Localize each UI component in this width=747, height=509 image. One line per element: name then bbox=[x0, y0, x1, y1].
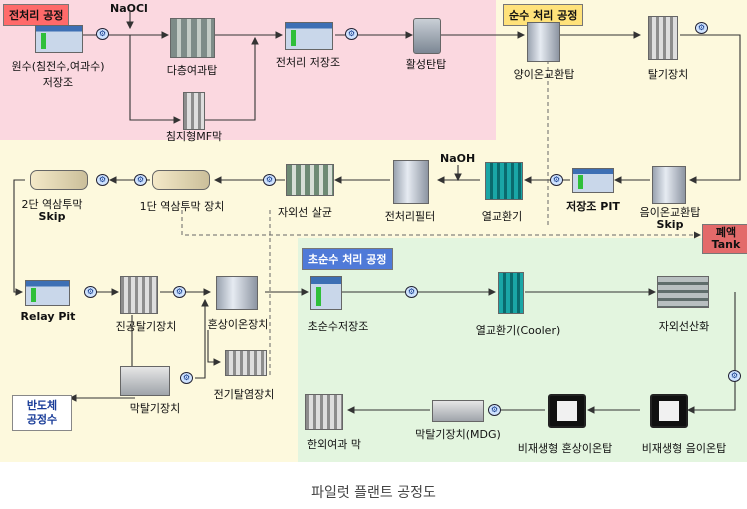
pump-icon: ⚙ bbox=[263, 174, 276, 186]
membrane-degasser-image bbox=[120, 366, 170, 396]
uv-sterilizer-image bbox=[286, 164, 334, 196]
pump-icon: ⚙ bbox=[96, 28, 109, 40]
multimedia-filter-image bbox=[170, 18, 215, 58]
nonregen-mixed-label: 비재생형 혼상이온탑 bbox=[517, 442, 613, 455]
multimedia-filter-label: 다층여과탑 bbox=[166, 64, 218, 77]
immersed-mf-label: 침지형MF막 bbox=[165, 130, 223, 143]
pump-icon: ⚙ bbox=[550, 174, 563, 186]
activated-carbon-image bbox=[413, 18, 441, 54]
ro2-label: 2단 역삼투막 bbox=[21, 198, 83, 211]
heat-exchanger-label: 열교환기 bbox=[481, 210, 523, 223]
raw-water-tank-label: 원수(침전수,여과수) 저장조 bbox=[11, 60, 105, 89]
pre-filter-label: 전처리필터 bbox=[384, 210, 436, 223]
mixed-bed-label: 혼상이온장치 bbox=[207, 318, 269, 331]
ultrafiltration-label: 한외여과 막 bbox=[306, 438, 362, 451]
naocl-label: NaOCl bbox=[110, 2, 148, 15]
pump-icon: ⚙ bbox=[405, 286, 418, 298]
heat-exchanger-image bbox=[485, 162, 523, 200]
anion-exchanger-image bbox=[652, 166, 686, 204]
pure-water-section-tag: 순수 처리 공정 bbox=[503, 4, 584, 26]
waste-tank-tag: 폐액 Tank bbox=[702, 224, 747, 254]
pump-icon: ⚙ bbox=[134, 174, 147, 186]
ultrapure-storage-label: 초순수저장조 bbox=[307, 320, 369, 333]
pump-icon: ⚙ bbox=[173, 286, 186, 298]
pump-icon: ⚙ bbox=[96, 174, 109, 186]
uv-sterilizer-label: 자외선 살균 bbox=[277, 206, 333, 219]
cooler-label: 열교환기(Cooler) bbox=[475, 324, 561, 337]
pump-icon: ⚙ bbox=[728, 370, 741, 382]
ultrapure-section-tag: 초순수 처리 공정 bbox=[302, 248, 393, 270]
pre-storage-tank-image bbox=[285, 22, 333, 50]
edi-label: 전기탈염장치 bbox=[213, 388, 275, 401]
pump-icon: ⚙ bbox=[345, 28, 358, 40]
vacuum-degasser-label: 진공탈기장치 bbox=[115, 320, 177, 333]
nonregen-mixed-image bbox=[548, 394, 586, 428]
cation-exchanger-label: 양이온교환탑 bbox=[513, 68, 575, 81]
storage-pit-label: 저장조 PIT bbox=[566, 200, 620, 213]
pump-icon: ⚙ bbox=[695, 22, 708, 34]
vacuum-degasser-image bbox=[120, 276, 158, 314]
ro1-label: 1단 역삼투막 장치 bbox=[139, 200, 225, 213]
raw-water-tank-image bbox=[35, 25, 83, 53]
uv-oxidation-label: 자외선산화 bbox=[658, 320, 710, 333]
skip-label-ro2: Skip bbox=[38, 210, 66, 223]
ultrafiltration-image bbox=[305, 394, 343, 430]
anion-exchanger-label: 음이온교환탑 bbox=[639, 206, 701, 219]
pump-icon: ⚙ bbox=[488, 404, 501, 416]
pump-icon: ⚙ bbox=[84, 286, 97, 298]
cation-exchanger-image bbox=[527, 22, 560, 62]
uv-oxidation-image bbox=[657, 276, 709, 308]
storage-pit-image bbox=[572, 168, 614, 193]
semiconductor-process-water-box: 반도체 공정수 bbox=[12, 395, 72, 431]
ro1-image bbox=[152, 170, 210, 190]
mdg-label: 막탈기장치(MDG) bbox=[415, 428, 501, 441]
cooler-image bbox=[498, 272, 524, 314]
membrane-degasser-label: 막탈기장치 bbox=[129, 402, 181, 415]
degasser-label: 탈기장치 bbox=[647, 68, 689, 81]
pre-filter-image bbox=[393, 160, 429, 204]
nonregen-anion-label: 비재생형 음이온탑 bbox=[641, 442, 727, 455]
relay-pit-image bbox=[25, 280, 70, 306]
relay-pit-label: Relay Pit bbox=[20, 310, 76, 323]
degasser-image bbox=[648, 16, 678, 60]
naoh-label: NaOH bbox=[440, 152, 476, 165]
ro2-image bbox=[30, 170, 88, 190]
diagram-caption: 파일럿 플랜트 공정도 bbox=[311, 485, 436, 501]
activated-carbon-label: 활성탄탑 bbox=[405, 58, 447, 71]
mdg-image bbox=[432, 400, 484, 422]
mixed-bed-image bbox=[216, 276, 258, 310]
ultrapure-storage-image bbox=[310, 276, 342, 310]
pump-icon: ⚙ bbox=[180, 372, 193, 384]
pre-storage-tank-label: 전처리 저장조 bbox=[275, 56, 341, 69]
pretreatment-section-tag: 전처리 공정 bbox=[3, 4, 70, 26]
nonregen-anion-image bbox=[650, 394, 688, 428]
skip-label: Skip bbox=[656, 218, 684, 231]
edi-image bbox=[225, 350, 267, 376]
immersed-mf-image bbox=[183, 92, 205, 130]
